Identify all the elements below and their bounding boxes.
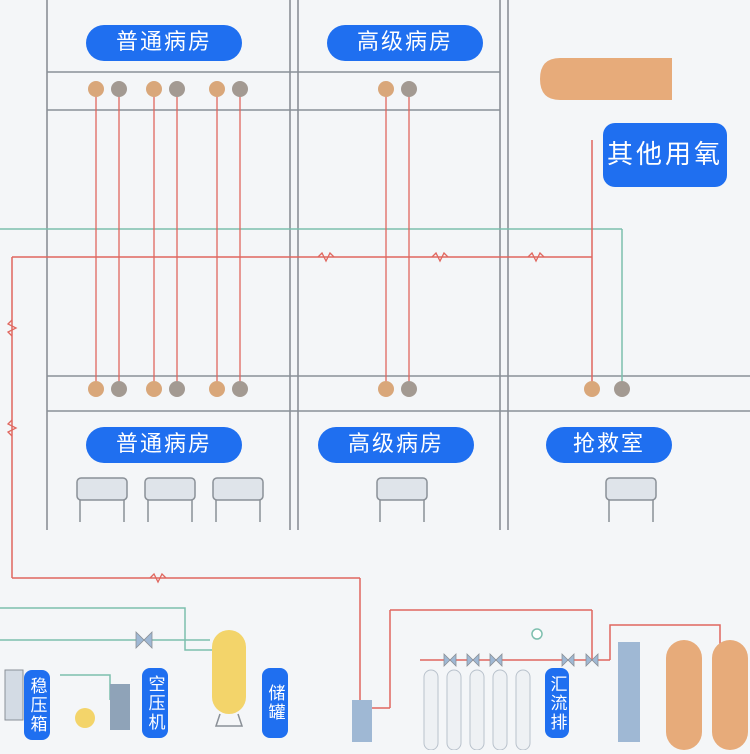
valve-icon [561,653,575,667]
control-panel [618,642,640,742]
label-other-oxygen: 其他用氧 [603,123,727,187]
oxygen-cylinder-icon [492,669,508,751]
label-top-general-ward: 普通病房 [86,25,242,61]
main-distribution-pipes [0,140,721,709]
bed-icon [605,477,657,522]
valve-icon [489,653,503,667]
label-rescue-room: 抢救室 [546,427,672,463]
storage-tank-yellow [212,630,246,714]
bed-icon [144,477,196,522]
valve-icon [466,653,480,667]
storage-tank-icon [666,640,702,750]
air-source-equipment [0,607,246,730]
label-bottom-advanced-ward: 高级病房 [318,427,474,463]
bed-icon [76,477,128,522]
gas-outlets-top [88,81,417,97]
oxygen-cylinder-icon [423,669,439,751]
air-compressor-icon [110,684,130,730]
storage-tank-icon [712,640,748,750]
storage-tank-icon [540,58,672,100]
oxygen-cylinder-icon [515,669,531,751]
label-bottom-general-ward: 普通病房 [86,427,242,463]
bed-icon [212,477,264,522]
pressure-gauge-icon [531,628,543,640]
label-manifold: 汇流排 [545,668,569,738]
pipe-expansion-joints [6,251,545,584]
oxygen-cylinder-icon [469,669,485,751]
label-buffer-tank: 稳压箱 [24,670,50,740]
label-storage-tank: 储罐 [262,668,288,738]
valve-icon [135,631,153,649]
red-tank-pipe [609,624,721,660]
label-top-advanced-ward: 高级病房 [327,25,483,61]
cylinder-manifold [352,628,748,751]
label-air-compressor: 空压机 [142,668,168,738]
oxygen-cylinder-icon [446,669,462,751]
walls [46,0,750,530]
valve-icon [443,653,457,667]
room-outlet-pipes [95,89,410,388]
beds [76,477,657,522]
gas-outlets-bottom [88,381,630,397]
bed-icon [376,477,428,522]
valve-icon [585,653,599,667]
